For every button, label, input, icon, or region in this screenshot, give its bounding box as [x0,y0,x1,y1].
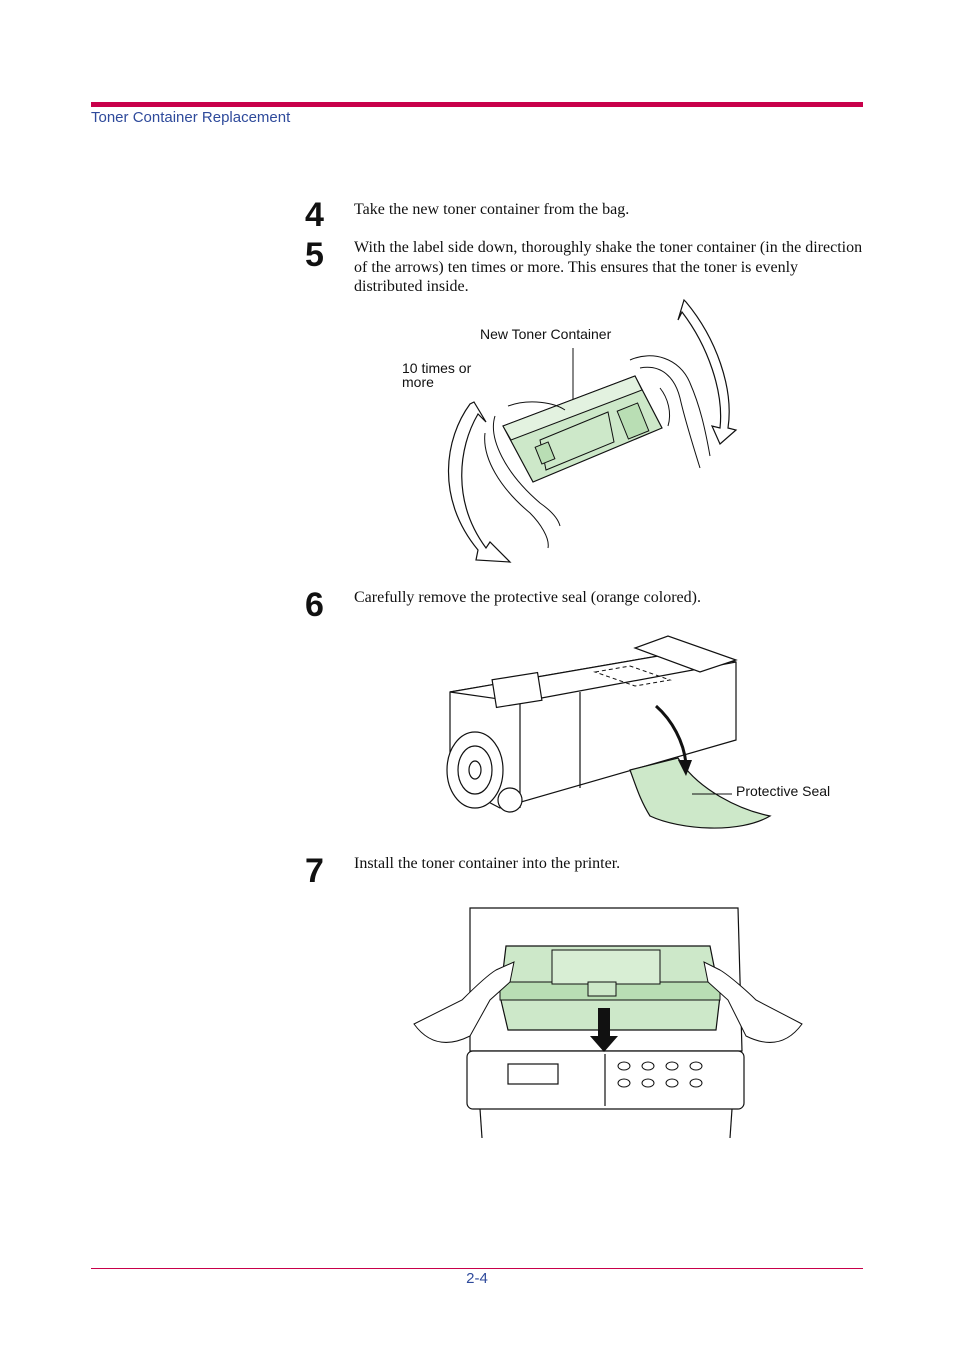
step-number-7: 7 [305,852,324,890]
protective-seal-strip [629,757,772,829]
step-text-6: Carefully remove the protective seal (or… [354,589,701,606]
end-cap-icon [446,731,523,813]
control-buttons [617,1061,703,1088]
pull-arrow-icon [655,704,688,765]
label-times-line2: more [402,374,434,390]
label-times-line1: 10 times or [402,360,472,376]
step-text-7: Install the toner container into the pri… [354,855,621,872]
label-new-toner-container: New Toner Container [480,326,612,342]
hands-icon [413,961,803,1043]
toner-container-icon [499,945,721,1031]
header-rule [91,102,863,107]
toner-container-icon [502,375,663,483]
toner-container-outline [449,635,738,809]
shake-toner-illustration: New Toner Container 10 times or more [402,298,738,563]
step-number-5: 5 [305,236,324,274]
section-title: Toner Container Replacement [91,109,291,126]
page-number: 2-4 [466,1270,488,1287]
insert-arrow-icon [590,1008,618,1052]
protective-seal-illustration: Protective Seal [446,635,830,829]
step-text-4: Take the new toner container from the ba… [354,201,630,218]
step-text-5: With the label side down, thoroughly sha… [354,239,863,295]
step-number-6: 6 [305,586,324,624]
shake-arrows-icon [447,298,738,563]
label-protective-seal: Protective Seal [736,783,830,799]
step-number-4: 4 [305,196,324,234]
footer-rule [91,1268,863,1269]
install-printer-illustration [413,907,803,1139]
hands-icon [484,355,711,549]
